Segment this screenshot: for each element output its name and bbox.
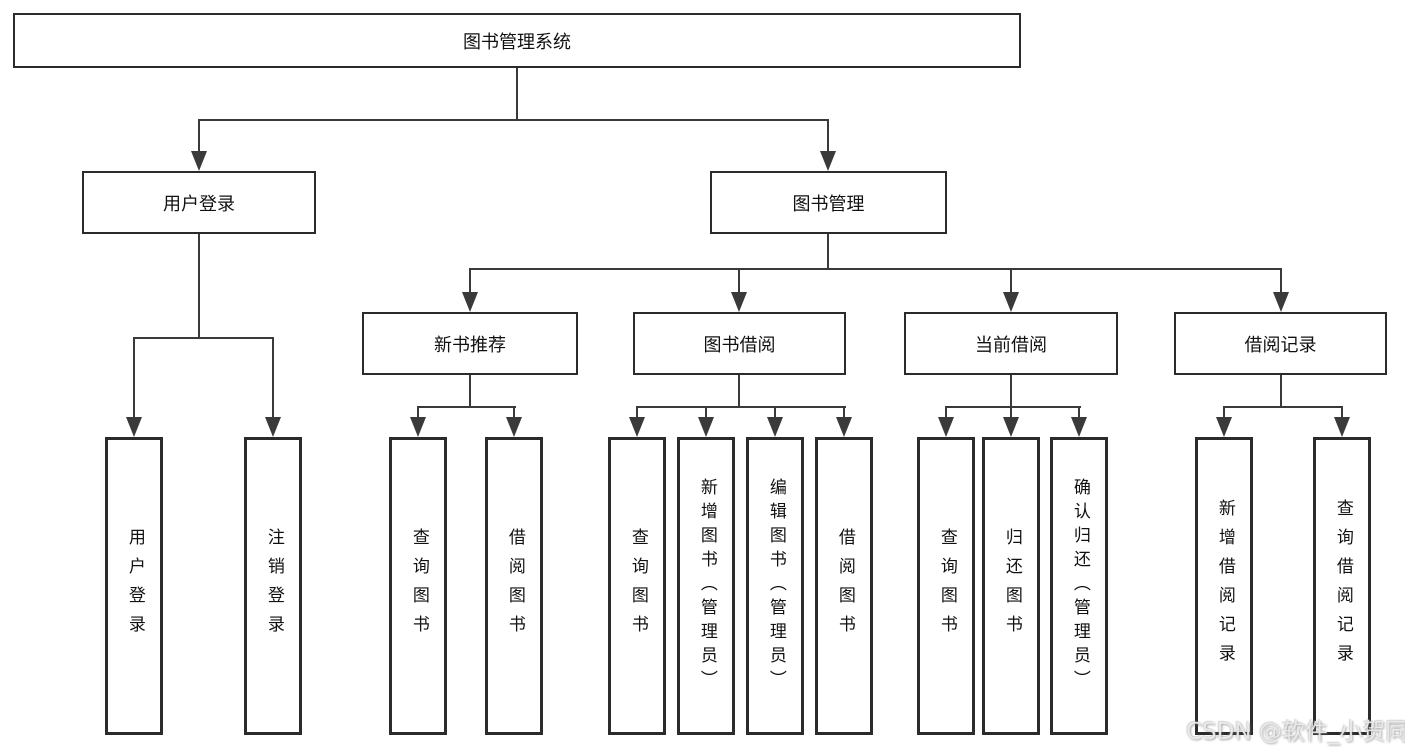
- connector-line: [198, 234, 200, 338]
- connector-line: [469, 375, 471, 408]
- connector-line: [133, 337, 135, 419]
- arrowhead-down-icon: [629, 417, 645, 437]
- connector-line: [516, 68, 518, 120]
- connector-line: [198, 119, 200, 153]
- connector-line: [636, 406, 638, 419]
- arrowhead-down-icon: [410, 417, 426, 437]
- node-borrow-records: 借阅记录: [1174, 312, 1387, 375]
- arrowhead-down-icon: [938, 417, 954, 437]
- node-user-login-branch-label: 用户登录: [163, 193, 235, 215]
- connector-line: [1010, 268, 1012, 294]
- connector-line: [1280, 375, 1282, 408]
- leaf-current-return-books-label: 归还图书: [1001, 528, 1022, 644]
- connector-line: [738, 375, 740, 408]
- leaf-borrowing-borrow-books-label: 借阅图书: [834, 528, 855, 644]
- arrowhead-down-icon: [1071, 417, 1087, 437]
- leaf-newbook-query-books-label: 查询图书: [408, 528, 429, 644]
- leaf-logout: 注销登录: [244, 437, 302, 735]
- connector-line: [945, 406, 1081, 408]
- leaf-records-add-record: 新增借阅记录: [1195, 437, 1253, 735]
- leaf-borrowing-add-books-admin: 新增图书（管理员）: [677, 437, 735, 735]
- node-book-management-branch-label: 图书管理: [792, 193, 865, 215]
- arrowhead-down-icon: [1216, 417, 1232, 437]
- leaf-newbook-query-books: 查询图书: [389, 437, 447, 735]
- leaf-newbook-borrow-books-label: 借阅图书: [504, 528, 525, 644]
- connector-line: [827, 119, 829, 153]
- connector-line: [417, 406, 419, 419]
- connector-line: [133, 337, 274, 339]
- arrowhead-down-icon: [462, 292, 478, 312]
- arrowhead-down-icon: [1003, 292, 1019, 312]
- node-current-borrowing-label: 当前借阅: [975, 334, 1047, 356]
- leaf-user-login-label: 用户登录: [124, 528, 145, 644]
- node-root-system-label: 图书管理系统: [463, 31, 571, 53]
- connector-line: [705, 406, 707, 419]
- leaf-records-query-record-label: 查询借阅记录: [1332, 499, 1353, 673]
- leaf-current-confirm-return-admin-label: 确认归还（管理员）: [1069, 478, 1090, 694]
- connector-line: [945, 406, 947, 419]
- connector-line: [469, 268, 1282, 270]
- connector-line: [1341, 406, 1343, 419]
- connector-line: [738, 268, 740, 294]
- connector-line: [469, 268, 471, 294]
- node-book-management-branch: 图书管理: [710, 171, 947, 234]
- leaf-current-query-books-label: 查询图书: [936, 528, 957, 644]
- arrowhead-down-icon: [126, 417, 142, 437]
- connector-line: [1223, 406, 1225, 419]
- connector-line: [1078, 406, 1080, 419]
- csdn-watermark: CSDN @软件_小贺同学: [1186, 719, 1405, 745]
- node-user-login-branch: 用户登录: [82, 171, 316, 234]
- node-root-system: 图书管理系统: [13, 13, 1021, 68]
- arrowhead-down-icon: [731, 292, 747, 312]
- leaf-current-return-books: 归还图书: [982, 437, 1040, 735]
- arrowhead-down-icon: [265, 417, 281, 437]
- leaf-borrowing-edit-books-admin: 编辑图书（管理员）: [746, 437, 804, 735]
- node-new-book-recommend-label: 新书推荐: [434, 334, 506, 356]
- connector-line: [1280, 268, 1282, 294]
- connector-line: [843, 406, 845, 419]
- arrowhead-down-icon: [506, 417, 522, 437]
- leaf-records-query-record: 查询借阅记录: [1313, 437, 1371, 735]
- connector-line: [417, 406, 516, 408]
- leaf-newbook-borrow-books: 借阅图书: [485, 437, 543, 735]
- leaf-current-confirm-return-admin: 确认归还（管理员）: [1050, 437, 1108, 735]
- arrowhead-down-icon: [1334, 417, 1350, 437]
- leaf-borrowing-query-books-label: 查询图书: [627, 528, 648, 644]
- leaf-borrowing-borrow-books: 借阅图书: [815, 437, 873, 735]
- arrowhead-down-icon: [767, 417, 783, 437]
- connector-line: [272, 337, 274, 419]
- node-borrow-records-label: 借阅记录: [1244, 334, 1317, 356]
- node-current-borrowing: 当前借阅: [904, 312, 1118, 375]
- node-book-borrowing-label: 图书借阅: [703, 334, 776, 356]
- arrowhead-down-icon: [698, 417, 714, 437]
- node-new-book-recommend: 新书推荐: [362, 312, 578, 375]
- connector-line: [827, 234, 829, 270]
- arrowhead-down-icon: [1003, 417, 1019, 437]
- connector-line: [636, 406, 846, 408]
- leaf-borrowing-edit-books-admin-label: 编辑图书（管理员）: [765, 478, 786, 694]
- connector-line: [513, 406, 515, 419]
- leaf-records-add-record-label: 新增借阅记录: [1214, 499, 1235, 673]
- node-book-borrowing: 图书借阅: [633, 312, 846, 375]
- connector-line: [198, 119, 829, 121]
- leaf-logout-label: 注销登录: [263, 528, 284, 644]
- leaf-user-login: 用户登录: [105, 437, 163, 735]
- connector-line: [1010, 375, 1012, 408]
- arrowhead-down-icon: [836, 417, 852, 437]
- arrowhead-down-icon: [820, 151, 836, 171]
- leaf-borrowing-add-books-admin-label: 新增图书（管理员）: [696, 478, 717, 694]
- connector-line: [1010, 406, 1012, 419]
- arrowhead-down-icon: [191, 151, 207, 171]
- leaf-current-query-books: 查询图书: [917, 437, 975, 735]
- connector-line: [774, 406, 776, 419]
- connector-line: [1223, 406, 1343, 408]
- leaf-borrowing-query-books: 查询图书: [608, 437, 666, 735]
- arrowhead-down-icon: [1273, 292, 1289, 312]
